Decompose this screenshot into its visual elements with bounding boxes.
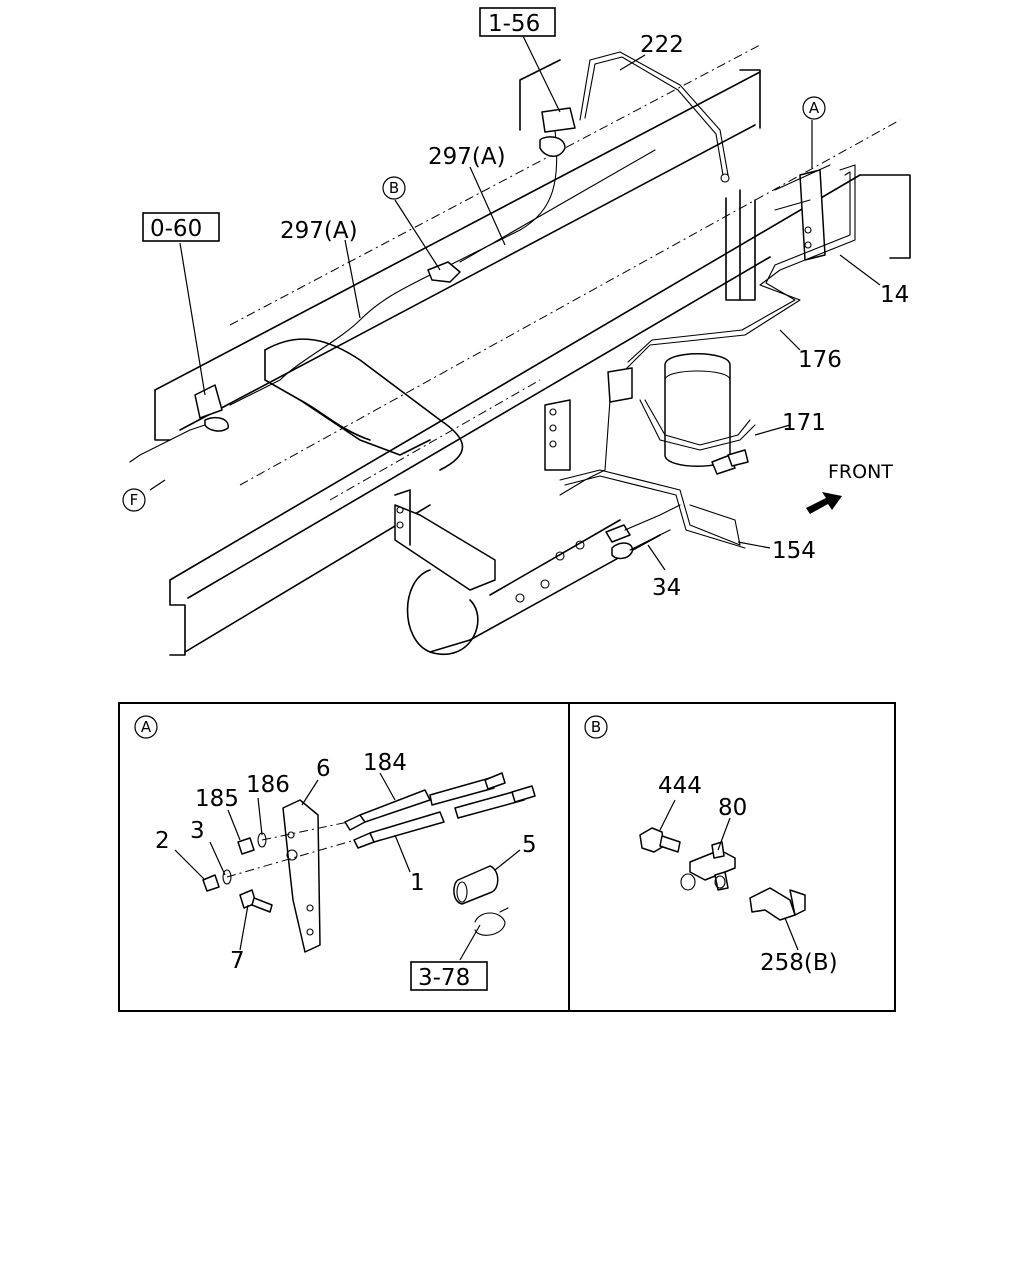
- brake-lines: [129, 51, 856, 560]
- ref-3-78: 3-78: [418, 965, 470, 991]
- callout-6: 6: [316, 756, 331, 782]
- callout-5: 5: [522, 832, 537, 858]
- front-label: FRONT: [828, 461, 893, 483]
- callout-258b: 258(B): [760, 950, 838, 976]
- detail-a-marker-label: A: [141, 718, 152, 736]
- ref-box-3-78: [410, 961, 488, 991]
- detail-panels-frame: [118, 702, 896, 1012]
- callout-297a-lower: 297(A): [280, 218, 358, 244]
- ref-0-60: 0-60: [150, 216, 202, 242]
- leader-lines: [149, 35, 881, 571]
- circle-b-top: [382, 176, 406, 200]
- detail-b-parts: 444 80 258(B): [639, 773, 838, 976]
- callout-444: 444: [658, 773, 702, 799]
- circle-a-top: [802, 96, 826, 120]
- chassis-frame: [154, 44, 911, 656]
- callout-297a-upper: 297(A): [428, 144, 506, 170]
- detail-panels: A B: [118, 702, 896, 1012]
- detail-a-marker: [134, 715, 158, 739]
- callout-7: 7: [230, 948, 245, 974]
- callout-2: 2: [155, 828, 170, 854]
- circle-f-left-label: F: [130, 491, 139, 509]
- detail-b-marker: [584, 715, 608, 739]
- callout-154: 154: [772, 538, 816, 564]
- callout-184: 184: [363, 750, 407, 776]
- callout-171: 171: [782, 410, 826, 436]
- callout-1: 1: [410, 870, 425, 896]
- callout-186: 186: [246, 772, 290, 798]
- ref-box-1-56: [479, 7, 556, 37]
- callout-176: 176: [798, 347, 842, 373]
- front-arrow-icon: [806, 492, 842, 514]
- callout-80: 80: [718, 795, 747, 821]
- ref-box-0-60: [142, 212, 220, 242]
- callout-185: 185: [195, 786, 239, 812]
- callout-3: 3: [190, 818, 205, 844]
- circle-b-top-label: B: [389, 179, 399, 197]
- circle-a-top-label: A: [809, 99, 820, 117]
- callout-14: 14: [880, 282, 909, 308]
- detail-b-marker-label: B: [591, 718, 601, 736]
- callout-222: 222: [640, 32, 684, 58]
- circle-f-left: [122, 488, 146, 512]
- ref-1-56: 1-56: [488, 11, 540, 37]
- detail-a-parts: 184 6 186 185 3 2 1 5 7 3-78: [155, 750, 537, 991]
- callout-34: 34: [652, 575, 681, 601]
- main-callouts: 1-56 222 297(A) 297(A) 0-60 B A F 14 176…: [122, 7, 909, 601]
